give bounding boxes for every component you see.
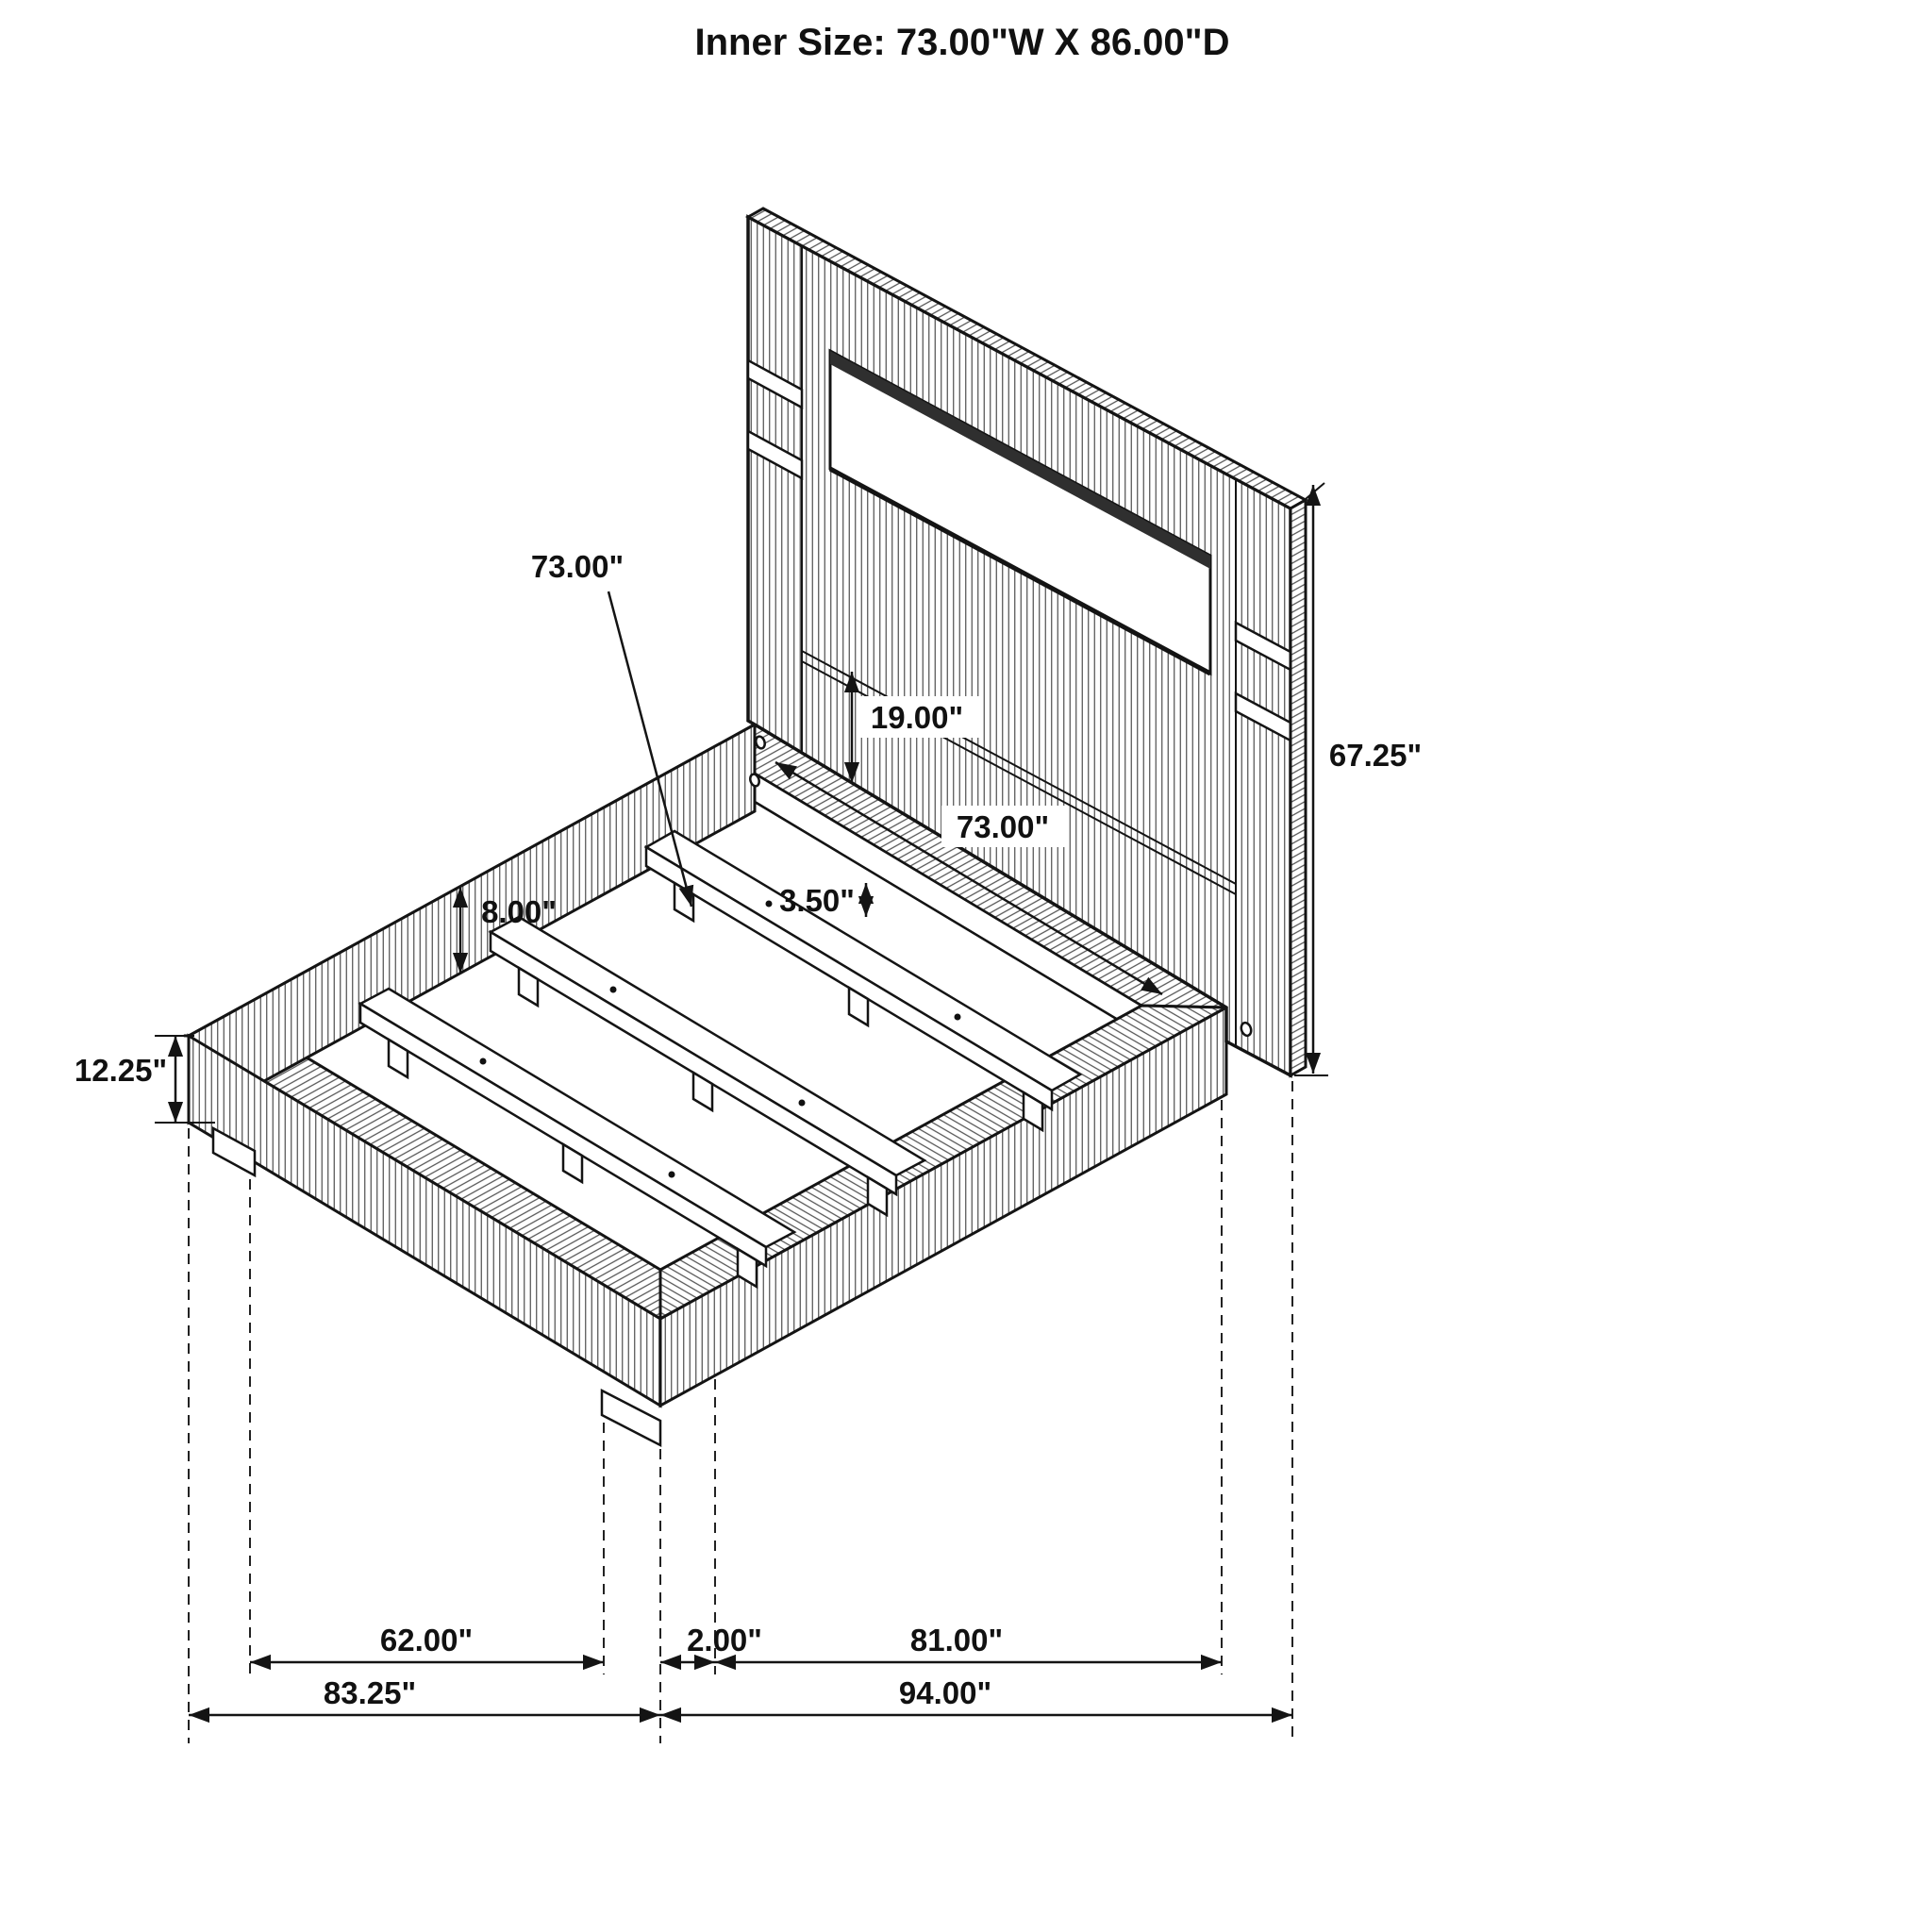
dim-slat-length: 73.00" <box>531 549 694 908</box>
dim-inner-width: 73.00" <box>774 760 1163 996</box>
front-corner-foot <box>600 1388 662 1448</box>
dim-base-width: 62.00" <box>250 1623 604 1671</box>
bolt-hole <box>755 735 766 750</box>
dim-headboard-gap-label: 19.00" <box>871 700 963 735</box>
left-post-band <box>748 358 804 410</box>
right-post-band <box>1234 620 1291 673</box>
slat-foot <box>387 1037 409 1080</box>
headboard-panel-shadow <box>830 351 1210 569</box>
dim-frame-height: 12.25" <box>75 1035 215 1124</box>
label-backing <box>941 806 1066 847</box>
screw-hole <box>765 900 773 908</box>
dim-frame-height-label: 12.25" <box>75 1053 167 1088</box>
dim-slat-thickness-label: 3.50" <box>779 883 855 918</box>
dim-deck-depth: 8.00" <box>452 887 557 974</box>
dim-outer-width: 83.25" <box>189 1675 660 1724</box>
slat-foot <box>736 1246 758 1290</box>
left-post-band <box>748 428 804 481</box>
dim-headboard-height-label: 67.25" <box>1329 738 1422 773</box>
extension-lines <box>188 1081 1293 1743</box>
dim-side-rail-length-label: 81.00" <box>910 1623 1003 1657</box>
dim-base-width-label: 62.00" <box>380 1623 473 1657</box>
page-title: Inner Size: 73.00"W X 86.00"D <box>694 22 1229 63</box>
slat-foot <box>847 985 870 1028</box>
dimensions: 73.00" 19.00" 73.00" 3.50" 8.00" <box>75 482 1422 1743</box>
dim-side-offset-label: 2.00" <box>687 1623 762 1657</box>
dim-slat-length-label: 73.00" <box>531 549 624 584</box>
slat-3 <box>358 987 797 1290</box>
label-backing <box>860 696 981 738</box>
screw-hole <box>609 986 617 993</box>
left-corner-foot <box>211 1125 257 1178</box>
screw-hole <box>954 1013 961 1021</box>
bolt-hole <box>1240 1021 1253 1038</box>
screw-hole <box>479 1058 487 1065</box>
dim-deck-depth-label: 8.00" <box>481 894 557 929</box>
slat-front <box>489 929 898 1197</box>
dim-inner-width-label: 73.00" <box>957 809 1049 844</box>
slat-foot <box>561 1141 584 1185</box>
slat-foot <box>517 965 540 1008</box>
screw-hole <box>798 1099 806 1107</box>
dim-slat-thickness: 3.50" <box>779 883 874 918</box>
slat-foot <box>1022 1090 1044 1133</box>
dim-headboard-height: 67.25" <box>1294 482 1422 1076</box>
dim-headboard-gap: 19.00" <box>843 672 981 783</box>
leader-line <box>607 591 694 908</box>
dim-line <box>774 760 1163 996</box>
dim-outer-width-label: 83.25" <box>324 1675 416 1710</box>
bolt-hole <box>749 773 760 788</box>
dim-overall-depth-label: 94.00" <box>899 1675 991 1710</box>
dim-overall-depth: 94.00" <box>660 1675 1292 1724</box>
headboard-panel-bottom-edge <box>828 466 1212 676</box>
slat-2 <box>488 915 927 1218</box>
right-post-band <box>1234 691 1291 743</box>
slat-foot <box>866 1174 889 1218</box>
headboard-right-strip <box>1289 497 1307 1078</box>
dim-side-offset: 2.00" <box>660 1623 762 1671</box>
slat-front <box>358 1001 768 1269</box>
slat-foot <box>691 1070 714 1113</box>
screw-hole <box>668 1171 675 1178</box>
dim-side-rail-length: 81.00" <box>715 1623 1222 1671</box>
